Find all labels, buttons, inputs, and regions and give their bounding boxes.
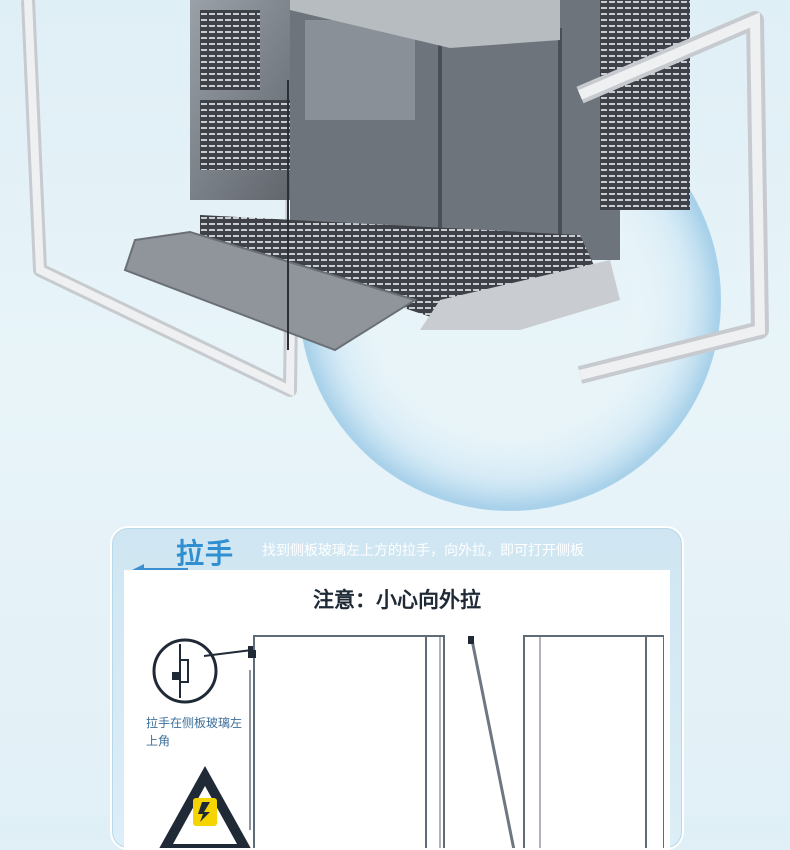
case-side-view-opening: [468, 635, 664, 848]
section-description: 找到侧板玻璃左上方的拉手，向外拉，即可打开侧板: [262, 543, 584, 559]
section-title: 拉手: [176, 537, 235, 570]
handle-detail-icon: [152, 638, 256, 704]
handle-instruction-card: 拉手 找到侧板玻璃左上方的拉手，向外拉，即可打开侧板 注意：小心向外拉 拉手在侧…: [110, 526, 684, 850]
case-side-view-closed: [248, 635, 445, 848]
right-side-panel: [576, 11, 769, 384]
hero-illustration: [21, 0, 769, 511]
instruction-panel: 注意：小心向外拉 拉手在侧板玻璃左上角: [124, 570, 670, 848]
pc-case-illustration: [123, 0, 690, 352]
notice-heading: 注意：小心向外拉: [313, 588, 481, 612]
handle-location-label: 拉手在侧板玻璃左上角: [146, 716, 243, 748]
